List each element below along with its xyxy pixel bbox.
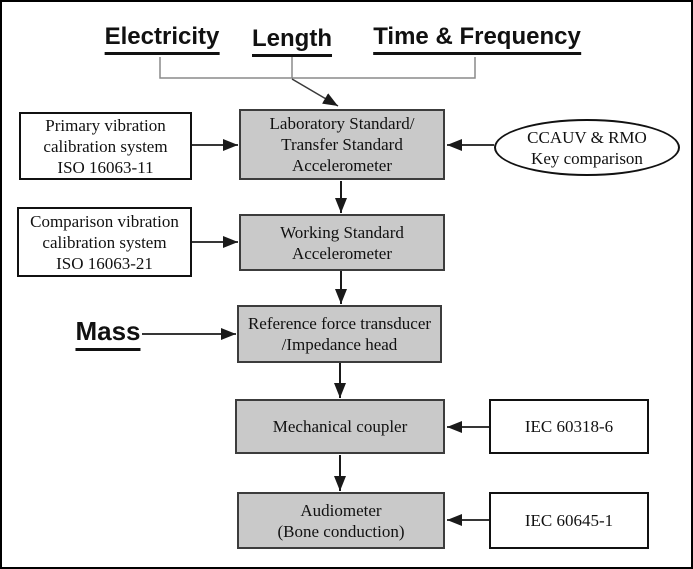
- node-mechanical-coupler: Mechanical coupler: [235, 399, 445, 454]
- box-primary-vibration-line: ISO 16063-11: [57, 157, 154, 177]
- arrow-headers-to-laboratory: [291, 78, 339, 107]
- box-primary-vibration-line: calibration system: [43, 136, 168, 156]
- box-primary-vibration: Primary vibration calibration system ISO…: [19, 112, 192, 180]
- ellipse-ccauv-rmo-line: CCAUV & RMO: [527, 127, 647, 147]
- header-mass: Mass: [75, 316, 141, 351]
- header-electricity: Electricity: [104, 23, 220, 55]
- node-audiometer-line: Audiometer: [300, 500, 382, 520]
- node-audiometer: Audiometer (Bone conduction): [237, 492, 445, 549]
- node-working-standard-line: Accelerometer: [291, 243, 393, 263]
- box-iec-60318-6: IEC 60318-6: [489, 399, 649, 454]
- box-comparison-vibration-line: ISO 16063-21: [56, 253, 153, 273]
- box-iec-60645-1: IEC 60645-1: [489, 492, 649, 549]
- node-reference-force-transducer-line: /Impedance head: [281, 335, 398, 354]
- box-primary-vibration-line: Primary vibration: [45, 115, 166, 135]
- header-bracket-line: [159, 57, 476, 79]
- node-laboratory-standard-line: Transfer Standard: [281, 135, 403, 154]
- node-reference-force-transducer-line: Reference force transducer: [247, 314, 432, 333]
- node-working-standard-line: Working Standard: [280, 222, 404, 242]
- box-comparison-vibration: Comparison vibration calibration system …: [17, 207, 192, 277]
- ellipse-ccauv-rmo-line: Key comparison: [531, 148, 643, 168]
- box-comparison-vibration-line: Comparison vibration: [30, 211, 179, 231]
- ellipse-ccauv-rmo: CCAUV & RMO Key comparison: [494, 119, 680, 176]
- box-comparison-vibration-line: calibration system: [42, 232, 167, 252]
- box-iec-60645-1-line: IEC 60645-1: [524, 511, 614, 530]
- header-time-frequency: Time & Frequency: [373, 23, 581, 55]
- node-audiometer-line: (Bone conduction): [277, 521, 405, 541]
- node-laboratory-standard: Laboratory Standard/ Transfer Standard A…: [239, 109, 445, 180]
- node-reference-force-transducer: Reference force transducer /Impedance he…: [237, 305, 442, 363]
- node-mechanical-coupler-line: Mechanical coupler: [272, 417, 408, 436]
- node-laboratory-standard-line: Laboratory Standard/: [269, 114, 415, 133]
- box-iec-60318-6-line: IEC 60318-6: [524, 417, 614, 436]
- node-working-standard: Working Standard Accelerometer: [239, 214, 445, 271]
- node-laboratory-standard-line: Accelerometer: [291, 156, 393, 175]
- header-length: Length: [252, 25, 332, 57]
